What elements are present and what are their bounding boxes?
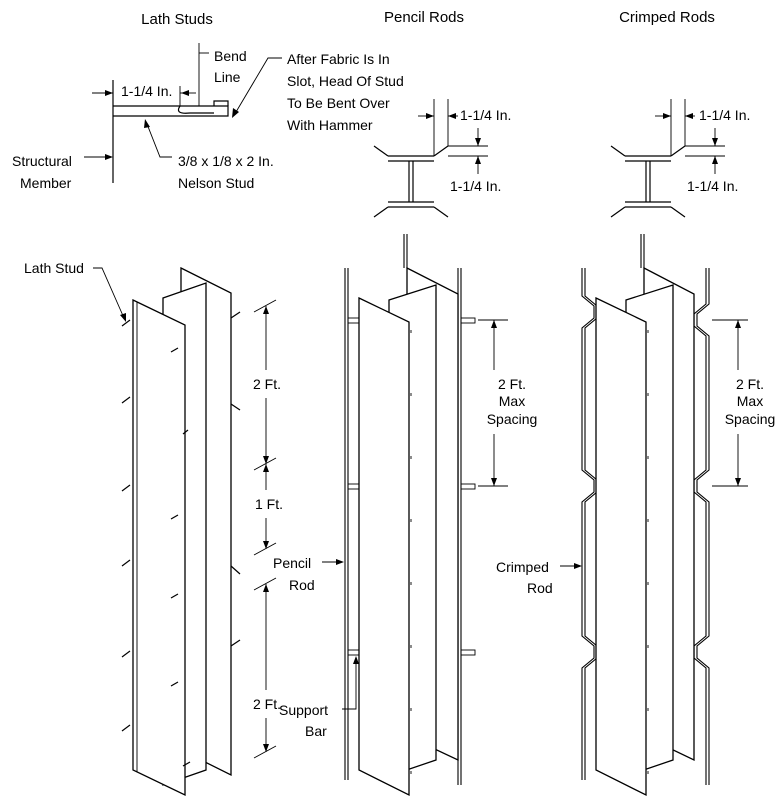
- pencil-spacing-dimension: [478, 319, 508, 487]
- crimped-spacing-dimension: [712, 319, 748, 487]
- structural-member-label-1: Structural: [12, 153, 72, 169]
- pencil-dim-side: 1-1/4 In.: [450, 178, 501, 194]
- crimped-max-spacing-1: 2 Ft.: [736, 376, 764, 392]
- lath-spacing-top: 2 Ft.: [253, 376, 281, 392]
- fabric-note-line-2: Slot, Head Of Stud: [287, 73, 404, 89]
- crimped-rod-left: [581, 268, 595, 780]
- title-crimped-rods: Crimped Rods: [619, 9, 715, 26]
- crimped-max-spacing-2: Max: [737, 393, 763, 409]
- pencil-rod-label-2: Rod: [289, 577, 315, 593]
- crimped-max-spacing-3: Spacing: [725, 411, 776, 427]
- fabric-note-line-3: To Be Bent Over: [287, 95, 390, 111]
- nelson-stud-label-2: Nelson Stud: [178, 175, 254, 191]
- lath-detail-dim: 1-1/4 In.: [121, 83, 172, 99]
- crimped-dim-top: 1-1/4 In.: [699, 107, 750, 123]
- lath-studs-web: [170, 347, 191, 767]
- bend-line-label: Bend: [214, 48, 247, 64]
- pencil-dim-top: 1-1/4 In.: [460, 107, 511, 123]
- pencil-max-spacing-1: 2 Ft.: [498, 376, 526, 392]
- support-bar-label-1: Support: [279, 702, 328, 718]
- crimped-rod-label-1: Crimped: [496, 559, 549, 575]
- lath-spacing-mid: 1 Ft.: [255, 496, 283, 512]
- title-lath-studs: Lath Studs: [141, 11, 213, 28]
- lath-stud-label: Lath Stud: [24, 260, 84, 276]
- lath-stud-column: [121, 266, 241, 797]
- lath-stud-detail: [84, 43, 282, 183]
- fabric-note-line-4: With Hammer: [287, 117, 373, 133]
- crimped-rod-right: [693, 268, 707, 785]
- crimped-rod-column: [581, 234, 710, 797]
- crimped-dim-side: 1-1/4 In.: [687, 178, 738, 194]
- structural-member-label-2: Member: [20, 175, 72, 191]
- pencil-rod-label-1: Pencil: [273, 555, 311, 571]
- lath-spacing-dimensions: [253, 299, 277, 759]
- crimped-rod-label-2: Rod: [527, 580, 553, 596]
- crimped-rod-top: [640, 234, 645, 268]
- pencil-max-spacing-3: Spacing: [487, 411, 538, 427]
- lath-spacing-bottom: 2 Ft.: [253, 696, 281, 712]
- fabric-note-line-1: After Fabric Is In: [287, 51, 390, 67]
- pencil-max-spacing-2: Max: [499, 393, 525, 409]
- lath-studs-left: [121, 319, 131, 732]
- lath-studs-right: [230, 311, 241, 647]
- pencil-rod-column: [344, 234, 476, 797]
- nelson-stud-label-1: 3/8 x 1/8 x 2 In.: [178, 153, 274, 169]
- bend-line-label-2: Line: [214, 69, 241, 85]
- title-pencil-rods: Pencil Rods: [384, 9, 464, 26]
- pencil-rod-section: [373, 99, 488, 218]
- crimped-rod-section: [610, 99, 725, 218]
- support-bar-label-2: Bar: [305, 723, 327, 739]
